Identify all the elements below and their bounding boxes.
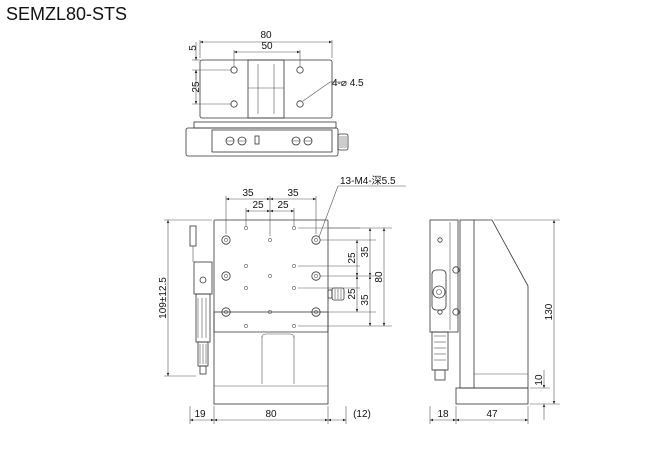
dim-front-35-right: 35 xyxy=(287,188,299,199)
dim-side-bottom-18: 18 xyxy=(437,409,449,420)
front-view-hole xyxy=(221,235,231,245)
front-view-base xyxy=(213,311,329,405)
top-view: 80 50 5 25 4-⌀ 4.5 xyxy=(185,30,364,157)
top-view-hole xyxy=(296,100,304,108)
side-view-micrometer xyxy=(431,331,449,371)
dim-front-height: 109±12.5 xyxy=(158,277,169,319)
top-view-slot xyxy=(247,59,285,119)
dim-front-thread: 13-M4-深5.5 xyxy=(340,175,396,187)
dim-side-bottom-47: 47 xyxy=(486,409,498,420)
side-view-knob xyxy=(432,285,446,299)
top-view-knob xyxy=(337,133,349,151)
dim-front-25-right: 25 xyxy=(277,200,289,211)
dim-front-25-bottom: 25 xyxy=(347,288,358,300)
front-view-hole xyxy=(221,271,231,281)
dim-front-35-left: 35 xyxy=(242,188,254,199)
dim-top-80: 80 xyxy=(260,30,272,41)
side-view: 130 10 18 47 xyxy=(429,219,560,424)
dim-front-bottom-19: 19 xyxy=(194,409,206,420)
side-view-bracket xyxy=(474,219,529,389)
side-view-stage xyxy=(429,219,459,333)
side-view-slot xyxy=(431,269,447,311)
dim-top-5: 5 xyxy=(188,45,199,51)
front-view-hole xyxy=(311,271,321,281)
dim-top-50: 50 xyxy=(261,41,273,52)
micrometer-head xyxy=(193,261,213,295)
dim-side-130: 130 xyxy=(544,303,555,320)
front-view-table xyxy=(213,219,329,333)
dim-front-35-top: 35 xyxy=(360,246,371,258)
dim-top-holes: 4-⌀ 4.5 xyxy=(332,78,364,89)
micrometer-screw xyxy=(199,276,207,284)
top-view-plate xyxy=(199,59,333,119)
side-view-base xyxy=(455,387,529,405)
side-view-column xyxy=(459,219,475,389)
dim-front-bottom-80: 80 xyxy=(265,409,277,420)
dim-front-25-left: 25 xyxy=(252,200,264,211)
dim-front-25-top: 25 xyxy=(347,252,358,264)
top-view-rail xyxy=(193,121,337,129)
top-view-hole xyxy=(296,66,304,74)
dim-side-10: 10 xyxy=(534,374,545,386)
dim-front-bottom-12: (12) xyxy=(353,409,371,420)
dim-front-80: 80 xyxy=(374,271,385,283)
dim-front-35-bottom: 35 xyxy=(360,294,371,306)
front-view-hole xyxy=(221,307,231,317)
drawing-title: SEMZL80-STS xyxy=(6,4,128,24)
front-view-hole xyxy=(311,235,321,245)
dim-top-25: 25 xyxy=(191,81,202,93)
front-view: 35 35 25 25 13-M4-深5.5 25 35 80 25 xyxy=(158,175,406,424)
